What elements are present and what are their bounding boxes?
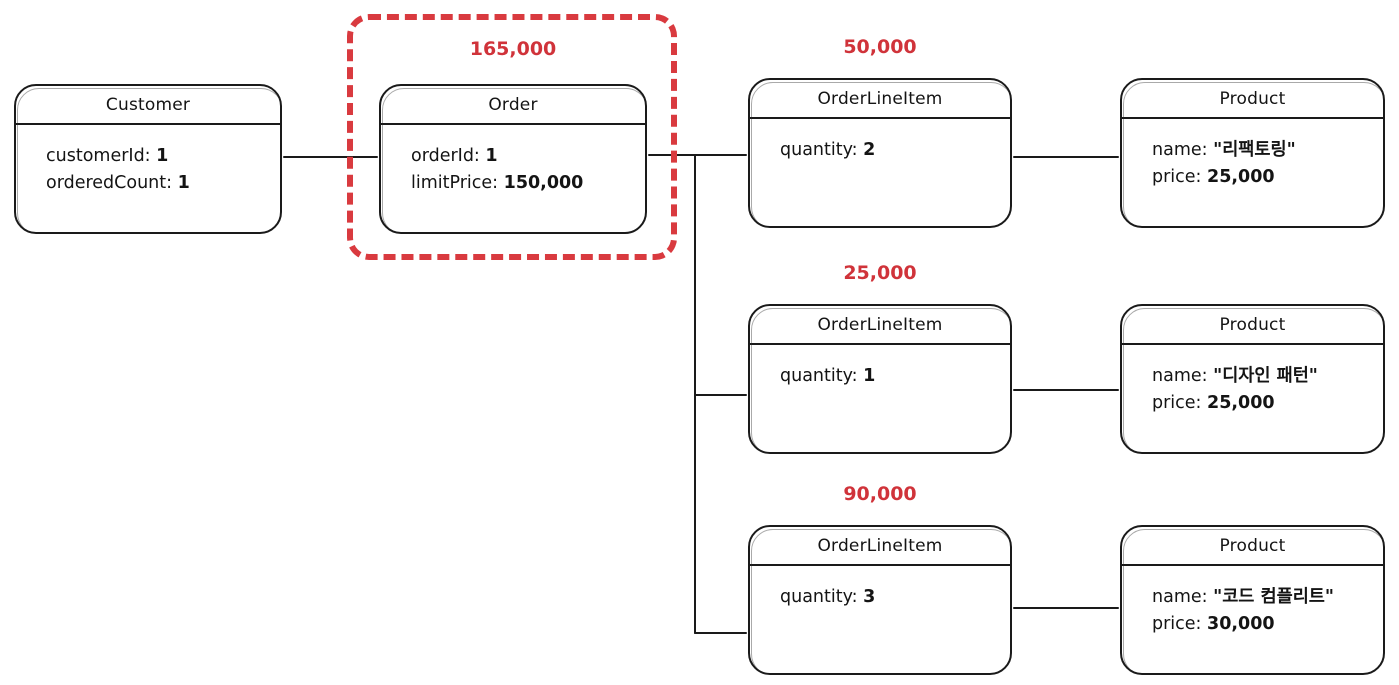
entity-field-orderlineitem-1-0: quantity: 2 [780, 137, 1010, 164]
entity-body-orderlineitem-3: quantity: 3 [750, 566, 1010, 611]
entity-box-orderlineitem-3[interactable]: OrderLineItem quantity: 3 [748, 525, 1012, 675]
entity-title-orderlineitem-2: OrderLineItem [750, 306, 1010, 345]
field-value: 1 [156, 146, 169, 166]
entity-title-product-2: Product [1122, 306, 1383, 345]
field-value: 30,000 [1207, 614, 1275, 634]
entity-field-customer-0: customerId: 1 [46, 143, 280, 170]
field-value: 25,000 [1207, 393, 1275, 413]
entity-field-orderlineitem-2-0: quantity: 1 [780, 363, 1010, 390]
field-value: 1 [485, 146, 498, 166]
entity-title-product-1: Product [1122, 80, 1383, 119]
entity-field-order-0: orderId: 1 [411, 143, 645, 170]
field-value: 150,000 [503, 173, 584, 193]
entity-title-orderlineitem-3: OrderLineItem [750, 527, 1010, 566]
entity-body-product-3: name: "코드 컴플리트"price: 30,000 [1122, 566, 1383, 638]
entity-body-product-2: name: "디자인 패턴"price: 25,000 [1122, 345, 1383, 417]
entity-box-orderlineitem-1[interactable]: OrderLineItem quantity: 2 [748, 78, 1012, 228]
field-value: 2 [863, 140, 876, 160]
total-label-order: 165,000 [469, 38, 557, 60]
field-key: limitPrice: [411, 173, 504, 193]
entity-body-orderlineitem-2: quantity: 1 [750, 345, 1010, 390]
field-value: "디자인 패턴" [1213, 366, 1318, 386]
field-key: orderedCount: [46, 173, 178, 193]
field-value: "코드 컴플리트" [1213, 587, 1335, 607]
entity-field-product-1-1: price: 25,000 [1152, 164, 1383, 191]
field-key: name: [1152, 366, 1214, 386]
total-label-orderlineitem-3: 90,000 [843, 483, 917, 505]
total-label-orderlineitem-1: 50,000 [843, 36, 917, 58]
field-key: quantity: [780, 366, 864, 386]
entity-field-product-1-0: name: "리팩토링" [1152, 137, 1383, 164]
entity-field-product-2-0: name: "디자인 패턴" [1152, 363, 1383, 390]
field-key: price: [1152, 167, 1208, 187]
entity-field-order-1: limitPrice: 150,000 [411, 170, 645, 197]
field-key: customerId: [46, 146, 157, 166]
field-value: "리팩토링" [1213, 140, 1296, 160]
field-key: name: [1152, 587, 1214, 607]
entity-title-orderlineitem-1: OrderLineItem [750, 80, 1010, 119]
field-value: 25,000 [1207, 167, 1275, 187]
field-key: price: [1152, 614, 1208, 634]
entity-body-product-1: name: "리팩토링"price: 25,000 [1122, 119, 1383, 191]
entity-field-customer-1: orderedCount: 1 [46, 170, 280, 197]
field-value: 1 [863, 366, 876, 386]
entity-field-product-2-1: price: 25,000 [1152, 390, 1383, 417]
field-key: quantity: [780, 140, 864, 160]
entity-field-product-3-1: price: 30,000 [1152, 611, 1383, 638]
entity-field-product-3-0: name: "코드 컴플리트" [1152, 584, 1383, 611]
field-key: price: [1152, 393, 1208, 413]
field-key: name: [1152, 140, 1214, 160]
field-key: orderId: [411, 146, 486, 166]
field-value: 1 [177, 173, 190, 193]
field-key: quantity: [780, 587, 864, 607]
entity-title-customer: Customer [16, 86, 280, 125]
field-value: 3 [863, 587, 876, 607]
entity-body-orderlineitem-1: quantity: 2 [750, 119, 1010, 164]
order-highlight-frame [347, 14, 677, 260]
entity-title-order: Order [381, 86, 645, 125]
entity-box-orderlineitem-2[interactable]: OrderLineItem quantity: 1 [748, 304, 1012, 454]
entity-title-product-3: Product [1122, 527, 1383, 566]
entity-field-orderlineitem-3-0: quantity: 3 [780, 584, 1010, 611]
total-label-orderlineitem-2: 25,000 [843, 262, 917, 284]
